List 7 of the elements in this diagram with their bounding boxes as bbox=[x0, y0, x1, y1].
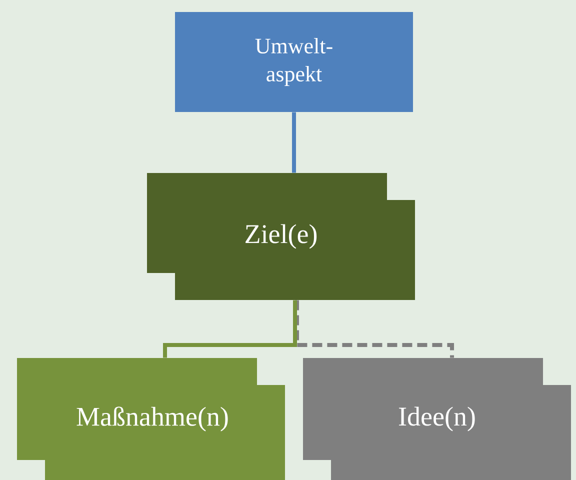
connector-line bbox=[163, 300, 297, 358]
stacked-box: Maßnahme(n) bbox=[17, 358, 285, 480]
stacked-box: Ziel(e) bbox=[147, 173, 415, 300]
connector-line bbox=[295, 300, 454, 358]
stacked-box: Idee(n) bbox=[303, 358, 571, 480]
connector-line bbox=[292, 112, 296, 173]
process-box: Umwelt- aspekt bbox=[175, 12, 413, 112]
